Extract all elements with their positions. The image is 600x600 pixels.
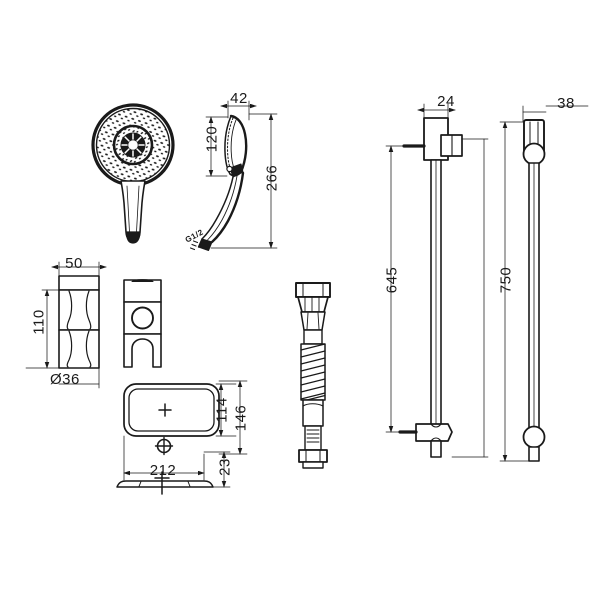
wall-bracket-dimension-lines — [25, 261, 107, 389]
wall-bracket-front-view — [123, 279, 162, 368]
dim-label-handshower-total-length: 266 — [263, 164, 281, 192]
dim-label-tray-thickness: 23 — [216, 458, 234, 476]
handshower-side-view — [189, 114, 248, 251]
slide-rail-right — [522, 119, 546, 462]
dim-label-bracket-width: 50 — [65, 255, 83, 272]
dim-label-tray-depth: 114 — [213, 397, 231, 423]
slide-rail-left-dimension-lines — [385, 103, 489, 458]
dim-label-bracket-height: 110 — [30, 309, 48, 335]
dim-label-handshower-head-height: 120 — [203, 125, 221, 153]
soap-tray-top-view — [116, 383, 220, 495]
dim-label-bracket-diameter: Ø36 — [50, 371, 80, 388]
slide-rail-right-dimension-lines — [499, 105, 589, 462]
handshower-dimension-lines — [205, 100, 278, 249]
dim-label-rail-right-width: 38 — [557, 95, 575, 112]
dim-label-rail-left-length: 645 — [383, 266, 401, 294]
dim-label-rail-right-length: 750 — [497, 266, 515, 294]
flexible-hose — [295, 282, 331, 469]
slide-rail-left — [398, 117, 463, 458]
dim-label-handshower-head-depth: 42 — [230, 90, 248, 107]
handshower-front-view — [91, 103, 175, 244]
dim-label-tray-depth-outer: 146 — [232, 404, 250, 432]
dim-label-tray-width: 212 — [149, 462, 177, 479]
wall-bracket-side-view — [58, 275, 100, 369]
dim-label-rail-left-width: 24 — [437, 93, 455, 110]
soap-tray-dimension-lines — [123, 380, 248, 488]
